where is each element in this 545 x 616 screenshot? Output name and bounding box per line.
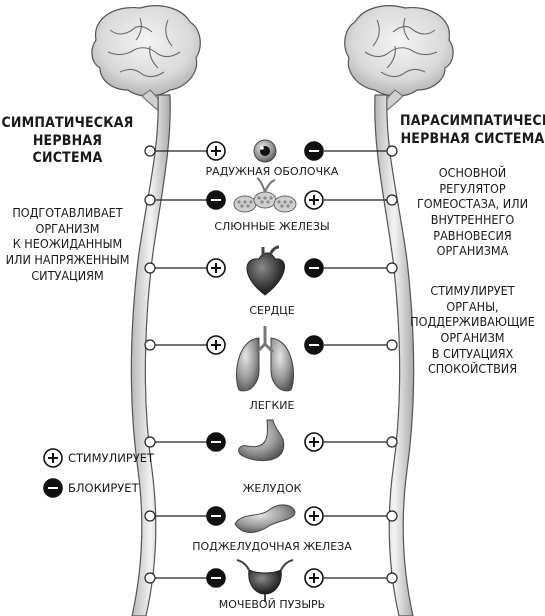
nerve-endpoint-right	[386, 510, 398, 522]
legend-blocks-label: БЛОКИРУЕТ	[68, 481, 140, 495]
nerve-endpoint-right	[386, 194, 398, 206]
right-brain-icon	[344, 5, 454, 120]
heart-icon	[246, 245, 285, 296]
bladder-icon	[236, 559, 294, 602]
parasympathetic-effect-minus	[304, 335, 324, 355]
parasympathetic-title: ПАРАСИМПАТИЧЕСКАЯ НЕРВНАЯ СИСТЕМА	[400, 113, 545, 147]
nerve-endpoint-left	[144, 194, 156, 206]
organ-label: СЛЮННЫЕ ЖЕЛЕЗЫ	[214, 220, 329, 233]
organ-label: ЛЕГКИЕ	[250, 399, 295, 412]
sympathetic-title: СИМПАТИЧЕСКАЯ НЕРВНАЯ СИСТЕМА	[1, 115, 134, 166]
nerve-endpoint-left	[144, 262, 156, 274]
parasympathetic-description-1: ОСНОВНОЙ РЕГУЛЯТОР ГОМЕОСТАЗА, ИЛИ ВНУТР…	[416, 165, 529, 259]
sympathetic-effect-minus	[206, 506, 226, 526]
parasympathetic-effect-plus	[304, 432, 324, 452]
organ-label: РАДУЖНАЯ ОБОЛОЧКА	[206, 165, 339, 178]
left-spinal-cord	[130, 94, 171, 616]
sympathetic-effect-minus	[206, 432, 226, 452]
sympathetic-effect-minus	[206, 190, 226, 210]
parasympathetic-effect-plus	[304, 190, 324, 210]
organ-row: ПОДЖЕЛУДОЧНАЯ ЖЕЛЕЗА	[144, 504, 398, 553]
organ-label: СЕРДЦЕ	[249, 304, 294, 317]
parasympathetic-effect-plus	[304, 506, 324, 526]
organ-row: ЖЕЛУДОК	[144, 419, 398, 495]
lungs-icon	[236, 326, 294, 392]
sympathetic-description: ПОДГОТАВЛИВАЕТ ОРГАНИЗМ К НЕОЖИДАННЫМ ИЛ…	[5, 205, 130, 283]
organ-row: МОЧЕВОЙ ПУЗЫРЬ	[144, 559, 398, 611]
parasympathetic-effect-minus	[304, 258, 324, 278]
legend: СТИМУЛИРУЕТ БЛОКИРУЕТ	[43, 448, 155, 498]
eye-icon	[253, 139, 277, 163]
parasympathetic-effect-minus	[304, 141, 324, 161]
nerve-endpoint-left	[144, 436, 156, 448]
organ-row: СЕРДЦЕ	[144, 245, 398, 317]
sympathetic-effect-plus	[206, 141, 226, 161]
pancreas-icon	[234, 504, 296, 533]
nerve-endpoint-right	[386, 339, 398, 351]
organ-rows: РАДУЖНАЯ ОБОЛОЧКА СЛЮННЫЕ ЖЕЛЕЗЫ СЕРДЦЕ ЛЕГ…	[144, 139, 398, 611]
nerve-endpoint-right	[386, 436, 398, 448]
nerve-endpoint-left	[144, 145, 156, 157]
parasympathetic-description-2: СТИМУЛИРУЕТ ОРГАНЫ, ПОДДЕРЖИВАЮЩИЕ ОРГАН…	[410, 283, 535, 377]
sympathetic-effect-minus	[206, 568, 226, 588]
nerve-endpoint-right	[386, 145, 398, 157]
organ-row: СЛЮННЫЕ ЖЕЛЕЗЫ	[144, 177, 398, 233]
parasympathetic-effect-plus	[304, 568, 324, 588]
nerve-endpoint-right	[386, 572, 398, 584]
nerve-endpoint-left	[144, 572, 156, 584]
sympathetic-effect-plus	[206, 335, 226, 355]
nerve-endpoint-right	[386, 262, 398, 274]
right-spinal-cord	[374, 94, 415, 616]
organ-label: МОЧЕВОЙ ПУЗЫРЬ	[219, 598, 325, 611]
organ-label: ПОДЖЕЛУДОЧНАЯ ЖЕЛЕЗА	[192, 540, 352, 553]
organ-label: ЖЕЛУДОК	[243, 482, 302, 495]
organ-row: ЛЕГКИЕ	[144, 326, 398, 412]
stomach-icon	[238, 419, 285, 461]
sympathetic-effect-plus	[206, 258, 226, 278]
salivary-glands-icon	[233, 177, 297, 213]
organ-row: РАДУЖНАЯ ОБОЛОЧКА	[144, 139, 398, 178]
nerve-endpoint-left	[144, 339, 156, 351]
left-brain-icon	[91, 5, 201, 120]
legend-stimulates-label: СТИМУЛИРУЕТ	[68, 451, 155, 465]
nerve-endpoint-left	[144, 510, 156, 522]
